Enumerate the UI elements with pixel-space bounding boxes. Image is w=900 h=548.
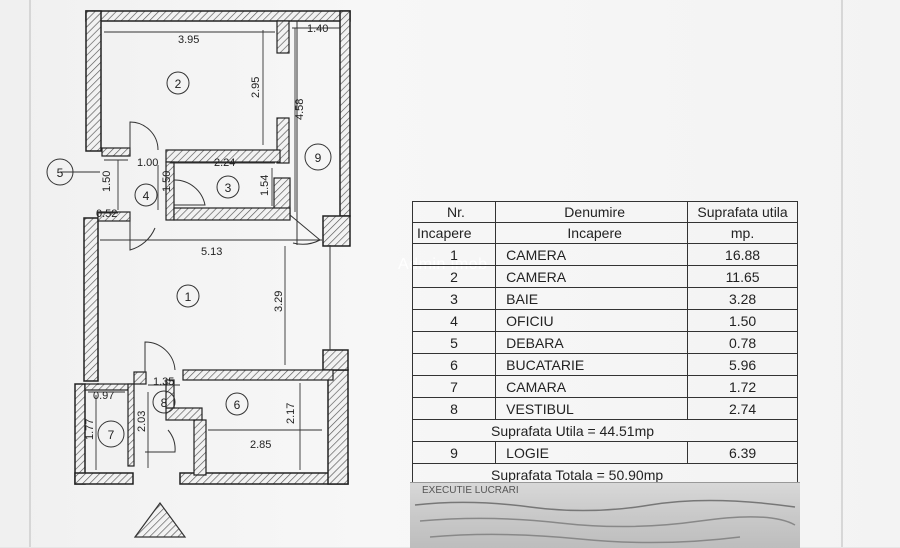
room-number: 6 xyxy=(234,398,241,412)
header-nr: Incapere xyxy=(411,222,497,244)
dim-label: 1.40 xyxy=(307,23,328,35)
room-name: BUCATARIE xyxy=(495,353,689,376)
dim-label: 2.95 xyxy=(250,77,262,98)
useful-total-row: Suprafata Utila = 44.51mp xyxy=(412,419,798,442)
dim-label: 0.52 xyxy=(96,208,117,220)
exterior-walls xyxy=(74,10,351,485)
useful-total: Suprafata Utila = 44.51mp xyxy=(412,419,798,442)
room-name: VESTIBUL xyxy=(495,397,689,420)
door-swings xyxy=(60,121,321,453)
room-nr: 2 xyxy=(411,265,497,288)
room-nr: 8 xyxy=(411,397,497,420)
stamp-text: EXECUTIE LUCRARI xyxy=(422,485,519,496)
room-number: 9 xyxy=(315,151,322,165)
room-number: 2 xyxy=(175,77,182,91)
room-name: BAIE xyxy=(495,287,689,310)
room-name: CAMARA xyxy=(495,375,689,398)
room-area: 2.74 xyxy=(687,397,798,420)
room-nr: 7 xyxy=(411,375,497,398)
room-name: CAMERA xyxy=(495,265,689,288)
dim-label: 1.00 xyxy=(137,157,158,169)
header-name: Incapere xyxy=(495,222,689,244)
loggia-row: 9 LOGIE 6.39 xyxy=(411,441,798,464)
grand-total: Suprafata Totala = 50.90mp xyxy=(412,463,798,486)
dim-label: 3.29 xyxy=(273,291,285,312)
header-text: Nr. xyxy=(447,203,465,220)
dim-label: 2.24 xyxy=(214,157,235,169)
room-number: 7 xyxy=(108,428,115,442)
stamp-scribbles xyxy=(414,499,796,544)
header-text: Incapere xyxy=(567,224,622,241)
dim-label: 2.03 xyxy=(136,411,148,432)
room-name: OFICIU xyxy=(495,309,689,332)
interior-walls xyxy=(84,20,334,476)
room-nr: 4 xyxy=(411,309,497,332)
header-name: Denumire xyxy=(495,201,689,223)
room-nr: 1 xyxy=(411,243,497,266)
room-nr: 6 xyxy=(411,353,497,376)
room-name: DEBARA xyxy=(495,331,689,354)
stamp-strip: EXECUTIE LUCRARI xyxy=(410,482,800,548)
window-lines xyxy=(97,21,331,385)
header-nr: Nr. xyxy=(411,201,497,223)
room-area: 0.78 xyxy=(687,331,798,354)
dim-label: 1.50 xyxy=(101,171,113,192)
room-number: 3 xyxy=(225,181,232,195)
room-area: 1.50 xyxy=(687,309,798,332)
table-header-row: Incapere Incapere mp. xyxy=(411,222,798,244)
dim-label: 2.17 xyxy=(285,403,297,424)
dim-label: 5.13 xyxy=(201,246,222,258)
room-nr: 5 xyxy=(411,331,497,354)
room-area: 1.72 xyxy=(687,375,798,398)
header-text: Denumire xyxy=(564,203,625,220)
dim-label: 1.77 xyxy=(84,419,96,440)
loggia-name: LOGIE xyxy=(495,441,689,464)
table-header-row: Nr. Denumire Suprafata utila xyxy=(411,201,798,223)
entrance-triangle-icon xyxy=(133,501,187,538)
loggia-area: 6.39 xyxy=(687,441,798,464)
loggia-nr: 9 xyxy=(411,441,497,464)
dimension-labels: 3.95 1.40 2.95 4.58 1.00 2.24 1.50 1.50 … xyxy=(84,23,328,451)
room-number: 4 xyxy=(143,189,150,203)
header-area: Suprafata utila xyxy=(687,201,798,223)
room-area-table: Nr. Denumire Suprafata utila Incapere In… xyxy=(411,201,798,486)
dim-label: 1.35 xyxy=(153,376,174,388)
header-text: mp. xyxy=(730,224,755,241)
dim-label: 1.50 xyxy=(161,171,173,192)
room-markers xyxy=(46,71,332,448)
room-number: 1 xyxy=(185,290,192,304)
room-area: 3.28 xyxy=(687,287,798,310)
room-area: 16.88 xyxy=(687,243,798,266)
dim-label: 2.85 xyxy=(250,439,271,451)
dimension-lines xyxy=(88,27,340,470)
room-area: 5.96 xyxy=(687,353,798,376)
room-area: 11.65 xyxy=(687,265,798,288)
room-number: 5 xyxy=(57,166,64,180)
dim-label: 4.58 xyxy=(294,99,306,120)
room-name: CAMERA xyxy=(495,243,689,266)
room-nr: 3 xyxy=(411,287,497,310)
header-area: mp. xyxy=(687,222,798,244)
dim-label: 3.95 xyxy=(178,34,199,46)
dim-label: 0.97 xyxy=(93,390,114,402)
header-text: Incapere xyxy=(417,224,472,241)
room-marker-labels: 2 3 4 5 1 6 7 8 9 xyxy=(57,77,322,442)
grand-total-row: Suprafata Totala = 50.90mp xyxy=(412,463,798,486)
dim-label: 1.54 xyxy=(259,175,271,196)
header-text: Suprafata utila xyxy=(697,203,788,220)
room-number: 8 xyxy=(161,396,168,410)
